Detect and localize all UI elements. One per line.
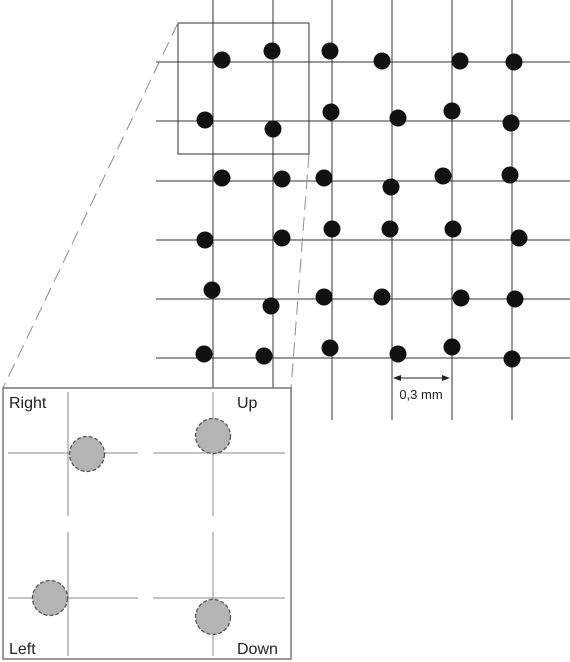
inset-label-up: Up bbox=[237, 395, 258, 412]
grid-dot bbox=[510, 229, 528, 247]
grid-dot bbox=[321, 42, 339, 60]
grid-dot bbox=[443, 338, 461, 356]
inset-dot-right bbox=[68, 435, 106, 473]
grid-dot bbox=[203, 281, 221, 299]
grid-dot bbox=[196, 231, 214, 249]
grid-dot bbox=[503, 350, 521, 368]
grid-dot bbox=[213, 51, 231, 69]
grid-dot bbox=[263, 42, 281, 60]
inset-panel bbox=[2, 387, 292, 660]
inset-dot-up bbox=[194, 417, 232, 455]
grid-dot bbox=[273, 229, 291, 247]
inset-dot-down bbox=[194, 598, 232, 636]
dots bbox=[195, 42, 528, 368]
grid-dot bbox=[381, 220, 399, 238]
inset-label-right: Right bbox=[9, 395, 47, 412]
grid-dot bbox=[502, 114, 520, 132]
grid-dot bbox=[262, 297, 280, 315]
grid-dot bbox=[389, 109, 407, 127]
inset-label-down: Down bbox=[237, 641, 278, 658]
grid-dot bbox=[434, 167, 452, 185]
callout-line-right bbox=[290, 153, 310, 389]
grid-dot bbox=[451, 52, 469, 70]
measurement-label: 0,3 mm bbox=[399, 387, 442, 402]
grid-dot bbox=[315, 169, 333, 187]
inset-shifted-dots bbox=[31, 417, 232, 636]
grid-dot bbox=[506, 290, 524, 308]
measurement-arrowhead-left bbox=[393, 375, 401, 381]
inset-label-left: Left bbox=[9, 641, 36, 658]
grid-dot bbox=[323, 220, 341, 238]
grid-dot bbox=[444, 220, 462, 238]
grid-dot bbox=[315, 288, 333, 306]
grid-dot bbox=[452, 289, 470, 307]
callout-line-left bbox=[2, 22, 179, 389]
grid-dot bbox=[322, 103, 340, 121]
grid-dot bbox=[255, 347, 273, 365]
grid-dot bbox=[382, 178, 400, 196]
grid-dot bbox=[501, 166, 519, 184]
grid-dot bbox=[373, 288, 391, 306]
grid-dot bbox=[389, 345, 407, 363]
grid-dot bbox=[443, 102, 461, 120]
measurement-arrowhead-right bbox=[442, 375, 450, 381]
measurement-annotation: 0,3 mm bbox=[393, 375, 450, 402]
grid-dot bbox=[195, 345, 213, 363]
grid-dot bbox=[505, 53, 523, 71]
inset-dot-left bbox=[31, 579, 69, 617]
grid-dot bbox=[273, 170, 291, 188]
grid-dot bbox=[321, 339, 339, 357]
grid-dot bbox=[373, 52, 391, 70]
zoom-source-box bbox=[177, 22, 310, 155]
grid-dot bbox=[213, 169, 231, 187]
grid-dot bbox=[196, 111, 214, 129]
grid-dot bbox=[264, 120, 282, 138]
